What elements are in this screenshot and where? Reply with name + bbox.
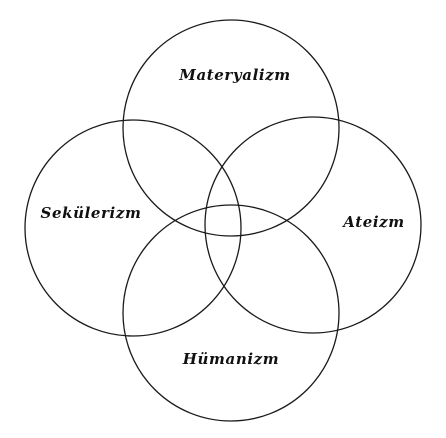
circle-humanizm (122, 204, 340, 422)
circle-sekulerizm (24, 119, 242, 337)
circle-materyalizm (122, 19, 340, 237)
label-humanizm: Hümanizm (182, 350, 279, 368)
circle-ateizm (204, 116, 422, 334)
label-sekulerizm: Sekülerizm (41, 204, 142, 222)
label-ateizm: Ateizm (341, 213, 405, 231)
label-materyalizm: Materyalizm (178, 66, 291, 84)
